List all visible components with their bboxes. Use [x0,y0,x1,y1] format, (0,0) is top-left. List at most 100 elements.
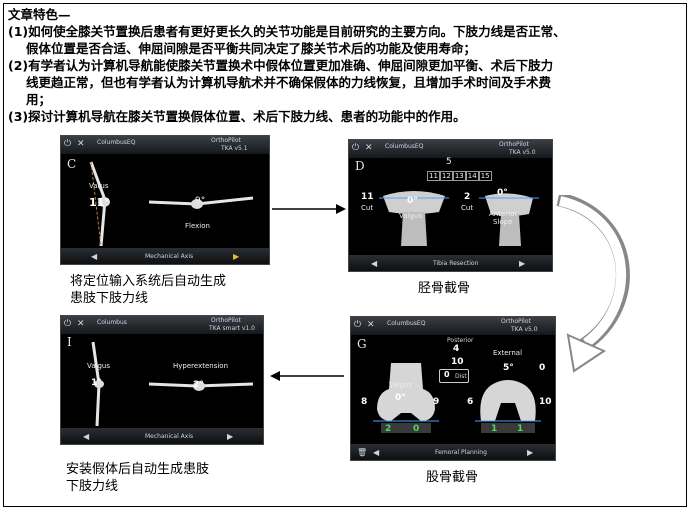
bottombar [61,428,263,444]
panel-i-caption-2: 下肢力线 [66,479,119,494]
left-gap-right: 9 [433,397,440,407]
right-gap-outer: 6 [467,397,474,407]
point-2-line-2: 线更趋正常，但也有学者认为计算机导航术并不确保假体的力线恢复，且增加手术时间及手… [26,75,552,90]
leg-frontal-drawing [89,161,110,247]
flexion-label: Flexion [185,222,210,230]
arrow-c-to-d [272,204,346,214]
back-icon[interactable]: ◀ [373,448,380,457]
right-gap-a: 1 [491,424,498,434]
tools-icon: ✕ [365,143,373,153]
trash-icon[interactable]: 🗑 [357,448,368,457]
topright-label: OrthoPilot [501,318,531,325]
topright-label: OrthoPilot [499,141,529,148]
panel-letter: D [355,159,365,173]
valgus-value: 1° [91,378,102,388]
power-icon: ⏻ [354,320,362,330]
size-option[interactable]: 13 [452,171,466,181]
left-gap-outer: 8 [361,397,368,407]
right-gap-right: 10 [539,397,552,407]
bottom-label: Femoral Planning [435,449,487,456]
right-gap-b: 1 [517,424,524,434]
topright-label: OrthoPilot [211,317,241,324]
next-icon[interactable]: ▶ [233,252,240,261]
valgus-value: 0° [395,393,406,403]
figure-frame [3,3,687,507]
tibia-sagittal-drawing [479,193,539,246]
varus-label: Varus [89,182,109,190]
size-option[interactable]: 14 [465,171,479,181]
external-label: External [493,349,523,357]
posterior-value: 4 [453,344,460,354]
panel-g-caption: 股骨截骨 [426,470,479,485]
tools-icon: ✕ [367,320,375,330]
topbar [349,140,552,158]
power-icon: ⏻ [64,139,72,149]
topbar [61,316,263,334]
hyperextension-value: 2° [193,380,204,390]
arrow-g-to-i [270,371,344,381]
bottom-label: Mechanical Axis [145,253,194,260]
version-label: TKA smart v1.0 [209,325,255,332]
panel-c-caption-2: 患肢下肢力线 [70,291,149,306]
bottombar [351,444,555,460]
external-value: 5° [503,363,514,373]
distal-label: Dist [455,373,467,380]
cut-mid-value: 2 [464,192,471,202]
point-1-line-1: (1)如何使全膝关节置换后患者有更好更长久的关节功能是目前研究的主要方向。下肢力… [8,24,566,39]
distal-box[interactable]: 0 Dist [439,369,469,383]
panel-letter: C [67,157,77,171]
topleft-label: ColumbusEQ [385,143,424,150]
posterior-label: Posterior [447,337,474,344]
varus-value: 11° [89,196,110,209]
point-2-line-3: 用； [26,92,52,107]
version-label: TKA v5.0 [509,149,536,156]
point-3-line-1: (3)探讨计算机导航在膝关节置换假体位置、术后下肢力线、患者的功能中的作用。 [8,109,466,124]
panel-i-screen: ⏻ ✕ Columbus OrthoPilot TKA smart v1.0 I… [60,315,264,445]
flexion-value: 9° [195,196,206,206]
slope-value: 0° [497,188,508,198]
size-selector[interactable]: 11 12 13 14 15 [427,171,492,181]
size-value: 5 [446,157,452,167]
version-label: TKA v5.0 [511,326,538,333]
slope-label-1: Anterior [489,210,518,218]
back-icon[interactable]: ◀ [91,252,98,261]
power-icon: ⏻ [64,319,72,329]
panel-d-screen: ⏻ ✕ ColumbusEQ OrthoPilot TKA v5.0 D 5 1… [348,139,553,272]
valgus-label: Valgus [389,381,413,389]
leg-sagittal-drawing [148,381,254,391]
back-icon[interactable]: ◀ [371,259,378,268]
topright-label: OrthoPilot [211,137,241,144]
size-option[interactable]: 15 [478,171,492,181]
femur-axial-drawing [475,380,541,433]
tibia-frontal-drawing [379,191,449,246]
distal-value: 0 [444,370,450,379]
next-icon[interactable]: ▶ [227,432,234,441]
external-right-value: 0 [539,363,546,373]
topleft-label: ColumbusEQ [97,139,136,146]
next-icon[interactable]: ▶ [527,448,534,457]
heading: 文章特色— [8,7,71,22]
femur-frontal-drawing [373,363,439,433]
next-icon[interactable]: ▶ [519,259,526,268]
point-2-line-1: (2)有学者认为计算机导航能使膝关节置换术中假体位置更加准确、伸屈间隙更加平衡、… [8,58,554,73]
cut-left-value: 11 [361,192,374,202]
bottombar [61,248,269,264]
cut-left-label: Cut [361,204,374,212]
size-option[interactable]: 12 [439,171,453,181]
panel-c-caption-1: 将定位输入系统后自动生成 [70,274,227,289]
hyperextension-label: Hyperextension [173,362,229,370]
bottombar [349,255,552,271]
topleft-label: Columbus [97,319,127,326]
topbar [61,136,269,154]
cut-mid-label: Cut [461,204,474,212]
left-gap-a: 2 [385,424,392,434]
slope-label-2: Slope [493,218,513,226]
bottom-label: Tibia Resection [433,260,479,267]
arrow-d-to-g [556,195,630,373]
size-option[interactable]: 11 [427,171,440,181]
back-icon[interactable]: ◀ [83,432,90,441]
valgus-label: Valgus [399,212,423,220]
leg-sagittal-drawing [148,196,254,209]
panel-i-caption-1: 安装假体后自动生成患肢 [66,462,210,477]
panel-letter: G [357,337,367,351]
